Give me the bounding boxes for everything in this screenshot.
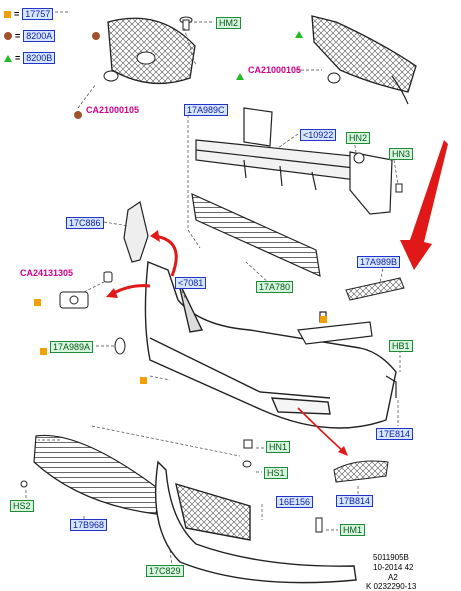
legend-triangle: = 8200B <box>4 52 56 64</box>
legend-square-code: 17757 <box>22 8 54 20</box>
label-17a989c: 17A989C <box>184 104 228 116</box>
label-ca24131305: CA24131305 <box>20 268 74 278</box>
red-arrow-big <box>400 140 448 270</box>
hb1-bracket-icon <box>385 375 397 398</box>
label-17b814: 17B814 <box>336 495 374 507</box>
square-icon <box>320 316 327 323</box>
legend-eq: = <box>14 9 20 19</box>
label-17a780: 17A780 <box>256 281 294 293</box>
red-arrow-curve-top <box>150 230 178 277</box>
footer-line2: 10-2014 42 <box>373 563 414 572</box>
legend-circle-code: 8200A <box>23 30 56 42</box>
fog-grille <box>333 460 389 483</box>
lower-spoiler <box>154 460 357 584</box>
upper-grille-left <box>107 17 196 85</box>
hn1-clip-icon <box>243 439 253 449</box>
footer-line4: K 0232290-13 <box>366 582 417 591</box>
circle-icon <box>92 32 100 40</box>
square-marker-sensor <box>34 293 41 311</box>
cap-17a989a <box>114 337 126 355</box>
triangle-icon <box>295 31 303 38</box>
square-icon <box>4 10 11 18</box>
footer-line1: 5011905B <box>373 553 409 562</box>
label-17a989a: 17A989A <box>50 341 94 353</box>
legend-eq: = <box>15 53 21 63</box>
trim-right-upper <box>345 277 405 301</box>
circle-marker-ca <box>74 106 82 124</box>
label-17b968: 17B968 <box>70 519 108 531</box>
hs1-screw-icon <box>242 460 252 468</box>
badge-emblem <box>103 70 119 82</box>
label-ca-right: CA21000105 <box>248 65 302 75</box>
label-hs2: HS2 <box>10 500 34 512</box>
label-16e156: 16E156 <box>276 496 314 508</box>
hn3-bolt-icon <box>395 183 403 193</box>
circle-icon <box>74 111 82 119</box>
legend-circle: = 8200A <box>4 30 56 42</box>
hm1-clip-icon <box>315 517 323 533</box>
square-marker-bumper <box>140 371 147 389</box>
circle-marker-top <box>92 27 100 45</box>
circle-icon <box>4 32 12 40</box>
square-icon <box>40 348 47 355</box>
side-bracket <box>123 201 149 263</box>
bumper-cover <box>144 261 397 429</box>
label-ca-left: CA21000105 <box>86 105 140 115</box>
parking-sensor-left <box>59 271 113 309</box>
hs2-screw-icon <box>20 480 28 488</box>
lower-grille <box>33 434 161 515</box>
label-hm1: HM1 <box>340 524 366 536</box>
label-hn3: HN3 <box>389 148 414 160</box>
square-icon <box>34 299 41 306</box>
label-hs1: HS1 <box>264 467 288 479</box>
square-marker-trim <box>320 310 327 328</box>
red-arrow-curve-left <box>106 284 151 298</box>
label-hn1: HN1 <box>266 441 291 453</box>
hm2-clip-icon <box>179 16 193 31</box>
red-arrow-fog <box>297 407 348 456</box>
hn2-nut-icon <box>353 152 365 164</box>
label-10922: <10922 <box>300 129 337 141</box>
footer-line3: A2 <box>388 573 398 582</box>
upper-grille-right <box>311 15 417 105</box>
triangle-icon <box>236 73 244 80</box>
triangle-icon <box>4 54 12 62</box>
triangle-marker-top <box>295 25 303 43</box>
square-marker-17a989a <box>40 342 47 360</box>
legend-eq: = <box>15 31 21 41</box>
label-17c829: 17C829 <box>146 565 184 577</box>
label-17a989b: 17A989B <box>357 256 401 268</box>
square-icon <box>140 377 147 384</box>
label-hn2: HN2 <box>346 132 371 144</box>
trim-right-lower <box>297 311 373 345</box>
triangle-marker-ca <box>236 67 244 85</box>
label-hb1: HB1 <box>389 340 413 352</box>
legend-square: = 17757 <box>4 8 54 20</box>
legend-triangle-code: 8200B <box>23 52 56 64</box>
label-7081: <7081 <box>175 277 207 289</box>
label-17c886: 17C886 <box>66 217 104 229</box>
label-17e814: 17E814 <box>376 428 414 440</box>
reinforcement-beam <box>195 107 393 215</box>
energy-absorber <box>191 192 321 278</box>
label-hm2: HM2 <box>216 17 242 29</box>
